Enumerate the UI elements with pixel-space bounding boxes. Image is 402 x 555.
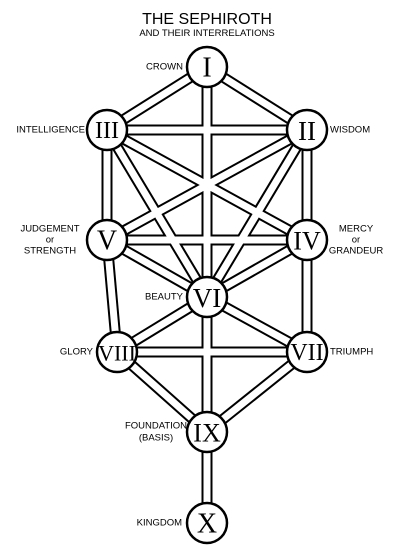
sephira-VI: VI [185, 275, 229, 319]
sephira-circle [185, 275, 229, 319]
sephira-circle [185, 45, 229, 89]
sephira-circle [95, 330, 139, 374]
sephira-VIII: VIII [95, 330, 139, 374]
sephira-numeral: VI [193, 283, 222, 313]
path-III-VI-inner [103, 128, 211, 299]
sephira-label-VIII: GLORY [60, 347, 94, 358]
sephira-circle [285, 108, 329, 152]
sephira-circle [85, 218, 129, 262]
diagram-subtitle: AND THEIR INTERRELATIONS [139, 28, 274, 39]
sephira-label-IX: (BASIS) [139, 433, 173, 444]
sephira-label-V: STRENGTH [24, 246, 76, 257]
sephira-I: I [185, 45, 229, 89]
sephira-numeral: VIII [98, 341, 136, 366]
sephira-numeral: V [97, 226, 117, 257]
sephira-numeral: II [298, 116, 316, 146]
sephira-X: X [185, 501, 229, 545]
sephira-II: II [285, 108, 329, 152]
sephira-VII: VII [285, 330, 329, 374]
sephira-numeral: VII [290, 340, 323, 366]
sephira-label-V: JUDGEMENT [20, 224, 79, 235]
diagram-title: THE SEPHIROTH [142, 11, 272, 28]
sephira-circle [185, 501, 229, 545]
sephira-numeral: I [202, 53, 211, 84]
sephira-circle [285, 218, 329, 262]
path-VII-IX-inner [204, 349, 310, 435]
sephira-numeral: III [95, 118, 119, 144]
sephira-label-IV: GRANDEUR [329, 246, 384, 257]
sephira-V: V [85, 218, 129, 262]
sephira-label-X: KINGDOM [137, 518, 182, 529]
sephira-label-V: or [46, 235, 54, 246]
sephira-IV: IV [285, 218, 329, 262]
sephira-label-VI: BEAUTY [145, 292, 184, 303]
sephira-III: III [85, 108, 129, 152]
sephira-label-IX: FOUNDATION [125, 421, 187, 432]
sephira-label-I: CROWN [146, 62, 183, 73]
sephira-label-III: INTELLIGENCE [16, 125, 85, 136]
sephira-label-IV: MERCY [339, 224, 374, 235]
sephiroth-labels: CROWNWISDOMINTELLIGENCEMERCYorGRANDEURJU… [16, 62, 383, 529]
sephira-numeral: IV [293, 227, 321, 256]
sephira-label-VII: TRIUMPH [330, 347, 373, 358]
path-III-IV-inner [105, 126, 309, 244]
sephira-circle [85, 108, 129, 152]
sephira-circle [285, 330, 329, 374]
sephira-numeral: IX [193, 419, 221, 448]
sephira-circle [185, 410, 229, 454]
sephira-label-II: WISDOM [330, 125, 370, 136]
sephira-IX: IX [185, 410, 229, 454]
sephira-numeral: X [197, 509, 217, 540]
sephira-label-IV: or [352, 235, 360, 246]
